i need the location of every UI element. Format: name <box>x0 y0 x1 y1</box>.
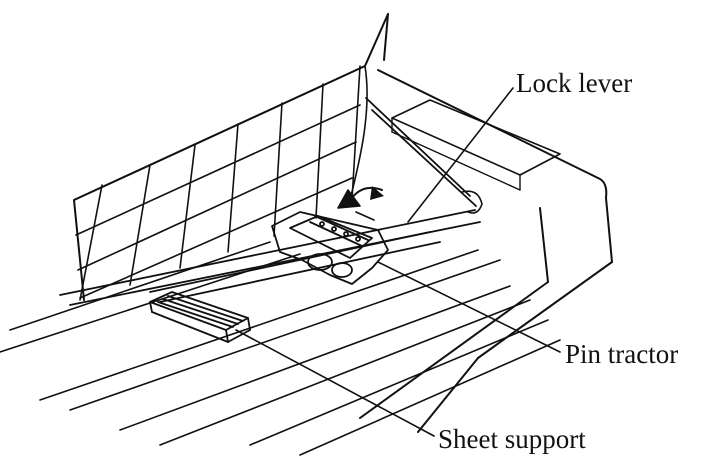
pin-tractor <box>271 211 389 285</box>
pin-tractor-label: Pin tractor <box>565 339 679 369</box>
sheet-support-label: Sheet support <box>438 424 586 454</box>
lock-lever-label: Lock lever <box>516 68 633 98</box>
tractor-rods <box>59 209 481 306</box>
leader-sheet-support <box>235 329 435 437</box>
lock-lever-assembly <box>365 97 483 214</box>
rotation-arrow-icon <box>337 186 384 221</box>
paper-sheet <box>73 13 389 301</box>
leader-pin-tractor <box>377 261 561 353</box>
leader-lock-lever <box>407 87 514 223</box>
sheet-support <box>149 291 251 343</box>
callout-leaders <box>235 87 561 437</box>
